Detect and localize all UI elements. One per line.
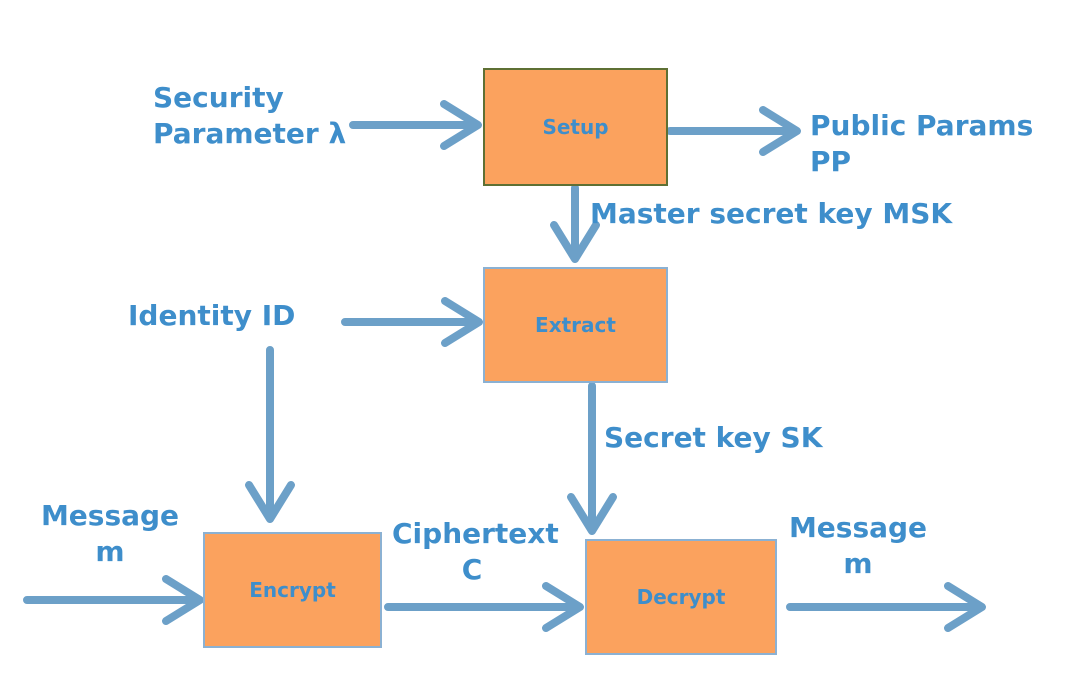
node-decrypt-label: Decrypt: [636, 585, 726, 609]
arrow-encrypt-to-decrypt: [384, 582, 584, 632]
label-master-secret-key: Master secret key MSK: [590, 197, 953, 230]
arrow-message-to-encrypt: [23, 575, 204, 625]
label-message-in: Message m: [40, 499, 180, 568]
label-secret-key: Secret key SK: [604, 421, 823, 454]
node-setup-label: Setup: [542, 115, 609, 139]
node-extract: Extract: [483, 267, 668, 383]
node-extract-label: Extract: [535, 313, 616, 337]
arrow-extract-to-decrypt: [567, 382, 617, 535]
arrow-decrypt-to-message-out: [786, 582, 986, 632]
arrow-setup-to-public-params: [666, 106, 801, 156]
arrow-identity-to-encrypt: [245, 346, 295, 523]
arrow-security-param-to-setup: [349, 100, 482, 150]
arrow-setup-to-extract: [550, 184, 600, 263]
label-security-parameter: Security Parameter λ: [153, 81, 347, 150]
arrow-identity-to-extract: [341, 297, 483, 347]
label-identity-id: Identity ID: [128, 299, 296, 332]
node-encrypt: Encrypt: [203, 532, 382, 648]
label-public-params: Public Params PP: [810, 109, 1034, 178]
node-encrypt-label: Encrypt: [249, 578, 336, 602]
label-message-out: Message m: [788, 511, 928, 580]
node-decrypt: Decrypt: [585, 539, 777, 655]
label-ciphertext: Ciphertext C: [392, 517, 559, 586]
node-setup: Setup: [483, 68, 668, 186]
